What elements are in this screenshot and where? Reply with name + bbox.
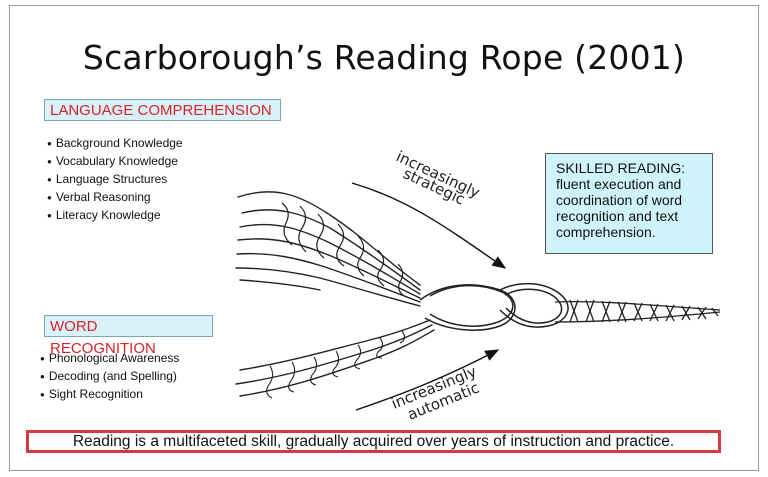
language-comprehension-heading: LANGUAGE COMPREHENSION xyxy=(44,99,281,121)
automatic-arrow xyxy=(355,349,500,411)
strategic-arrow xyxy=(351,182,507,269)
language-comprehension-list: Background Knowledge Vocabulary Knowledg… xyxy=(47,135,183,225)
list-item: Decoding (and Spelling) xyxy=(40,368,179,386)
list-item: Background Knowledge xyxy=(47,135,183,153)
slide-title: Scarborough’s Reading Rope (2001) xyxy=(82,38,686,77)
list-item: Phonological Awareness xyxy=(40,350,180,368)
list-item: Language Structures xyxy=(47,171,183,189)
rope-loop xyxy=(419,282,569,331)
list-item: Verbal Reasoning xyxy=(47,189,183,207)
word-recognition-list: Phonological Awareness Decoding (and Spe… xyxy=(40,350,180,404)
skilled-reading-box: SKILLED READING: fluent execution and co… xyxy=(545,153,713,254)
upper-strands xyxy=(235,191,421,307)
skilled-reading-heading: SKILLED READING: xyxy=(556,160,686,176)
skilled-rope xyxy=(554,299,721,323)
lower-strands xyxy=(235,319,435,397)
upper-braid xyxy=(281,202,405,297)
strand-background-knowledge xyxy=(237,191,421,286)
list-item: Vocabulary Knowledge xyxy=(47,153,183,171)
list-item: Sight Recognition xyxy=(40,386,179,404)
footer-statement: Reading is a multifaceted skill, gradual… xyxy=(26,430,721,453)
list-item: Literacy Knowledge xyxy=(47,207,183,225)
lower-braid xyxy=(266,330,406,399)
skilled-reading-text: fluent execution and coordination of wor… xyxy=(556,176,683,240)
